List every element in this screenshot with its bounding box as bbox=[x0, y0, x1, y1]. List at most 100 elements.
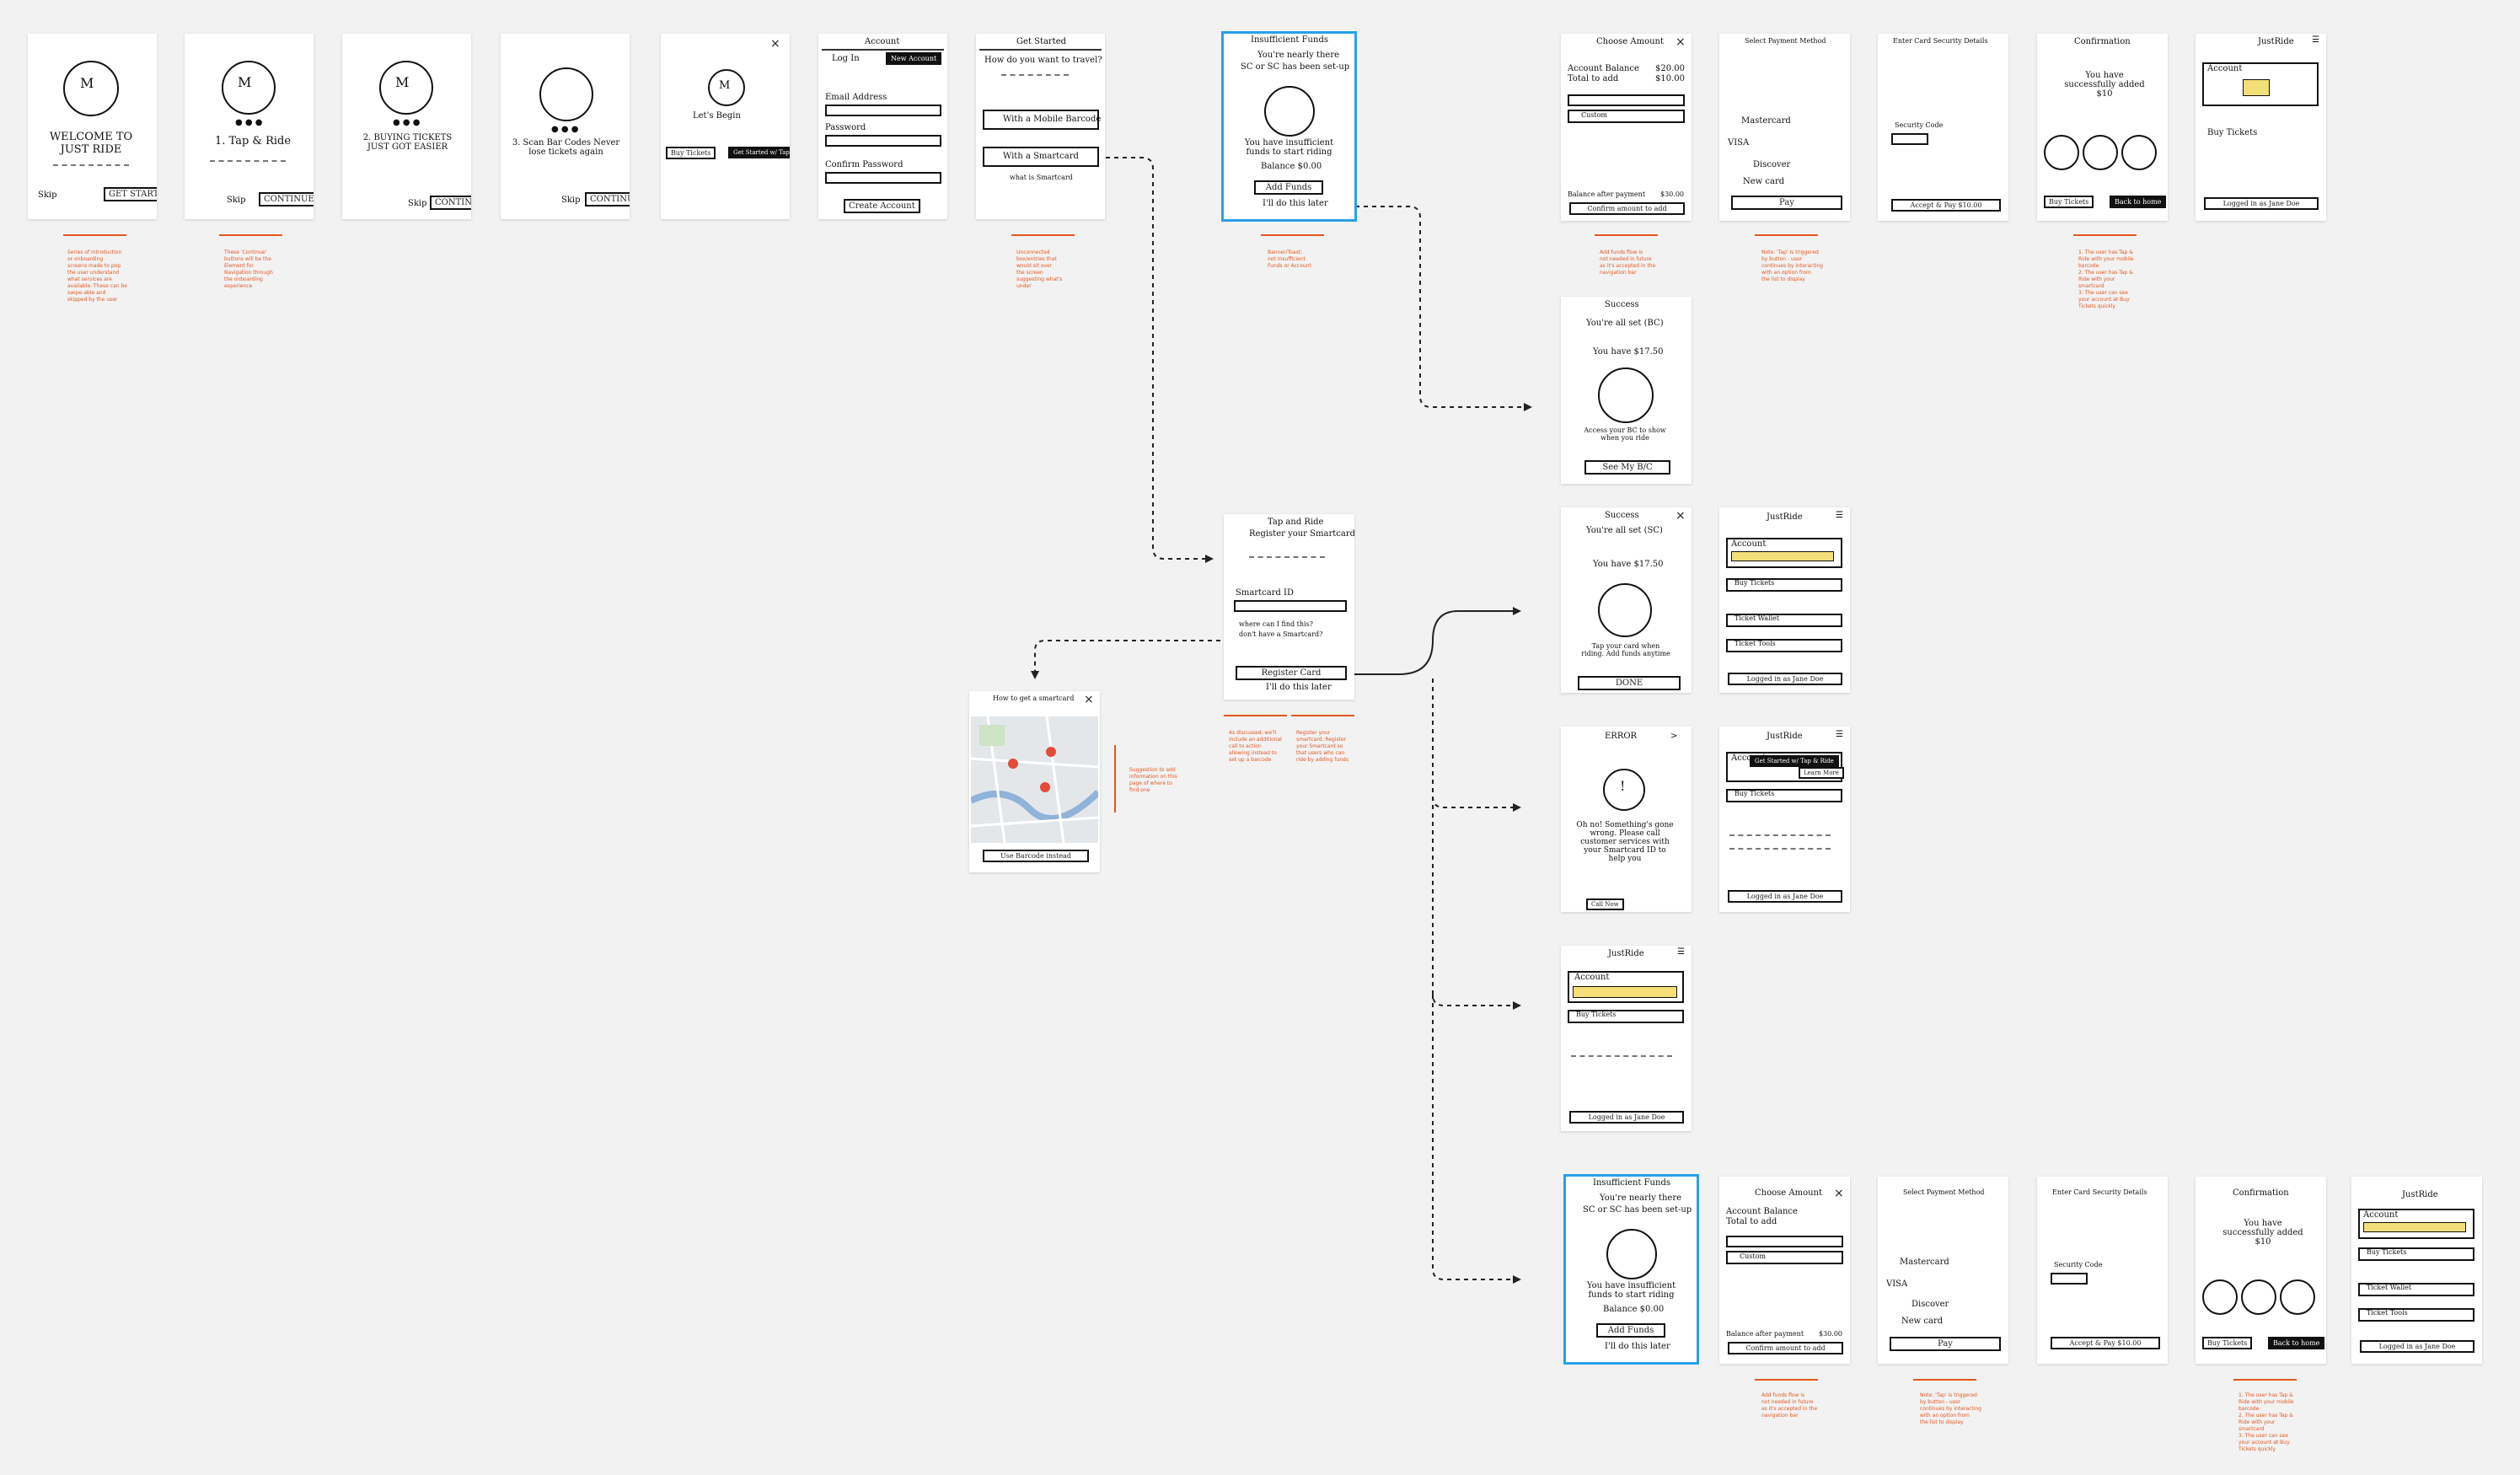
account-card[interactable]: Account bbox=[1726, 538, 1842, 568]
password-field[interactable] bbox=[825, 135, 941, 147]
close-icon[interactable]: × bbox=[1676, 509, 1686, 523]
what-is-smartcard-link[interactable]: what is Smartcard bbox=[1010, 174, 1073, 181]
ticket-wallet-row[interactable]: Ticket Wallet bbox=[1726, 614, 1842, 627]
skip-link[interactable]: Skip bbox=[227, 196, 246, 205]
pay-mc[interactable]: Mastercard bbox=[1741, 116, 1791, 126]
close-icon[interactable]: × bbox=[1676, 35, 1686, 49]
pay-button[interactable]: Pay bbox=[1731, 196, 1842, 210]
mobile-barcode-option[interactable]: With a Mobile Barcode bbox=[983, 110, 1101, 130]
row-label: Ticket Wallet bbox=[2367, 1284, 2412, 1291]
balance-after-value: $30.00 bbox=[1819, 1330, 1842, 1338]
pay-mc[interactable]: Mastercard bbox=[1900, 1258, 1949, 1267]
amount-chips[interactable] bbox=[1726, 1236, 1843, 1247]
back-home-button[interactable]: Back to home bbox=[2110, 196, 2167, 208]
account-card[interactable]: Account bbox=[2202, 62, 2319, 106]
dont-have-link[interactable]: don't have a Smartcard? bbox=[1239, 630, 1323, 638]
accept-pay-button[interactable]: Accept & Pay $10.00 bbox=[1891, 199, 2001, 212]
amount-chips[interactable] bbox=[1568, 94, 1685, 106]
pay-other[interactable]: Discover bbox=[1911, 1300, 1949, 1309]
create-account-button[interactable]: Create Account bbox=[844, 199, 920, 213]
funds-line2: SC or SC has been set-up bbox=[1241, 62, 1350, 72]
email-field[interactable] bbox=[825, 105, 941, 116]
confirm-label: Confirm Password bbox=[825, 160, 903, 169]
new-account-tab[interactable]: New Account bbox=[886, 52, 942, 65]
continue-button[interactable]: CONTINUE bbox=[585, 192, 630, 206]
close-icon[interactable]: × bbox=[1834, 1187, 1844, 1200]
buy-tickets-button[interactable]: Buy Tickets bbox=[2044, 196, 2094, 208]
use-barcode-button[interactable]: Use Barcode instead bbox=[983, 850, 1089, 862]
scribble bbox=[53, 164, 129, 166]
account-label: Account bbox=[1731, 539, 1767, 549]
ticket-tools-row[interactable]: Ticket Tools bbox=[2358, 1308, 2474, 1322]
where-link[interactable]: where can I find this? bbox=[1239, 620, 1313, 628]
smartcard-option[interactable]: With a Smartcard bbox=[983, 147, 1099, 167]
later-link[interactable]: I'll do this later bbox=[1263, 199, 1328, 208]
accept-pay-button[interactable]: Accept & Pay $10.00 bbox=[2051, 1337, 2160, 1349]
menu-icon[interactable]: ☰ bbox=[1836, 730, 1843, 739]
ticket-tools-row[interactable]: Ticket Tools bbox=[1726, 639, 1842, 652]
skip-link[interactable]: Skip bbox=[561, 196, 581, 205]
confirm-amount-button[interactable]: Confirm amount to add bbox=[1569, 202, 1685, 215]
security-field[interactable] bbox=[2051, 1273, 2088, 1285]
login-tab[interactable]: Log In bbox=[832, 54, 860, 63]
buy-tickets-link[interactable]: Buy Tickets bbox=[2207, 128, 2258, 137]
menu-icon[interactable]: ☰ bbox=[2312, 35, 2319, 45]
continue-button[interactable]: CONTINUE bbox=[430, 196, 471, 210]
map-illustration bbox=[969, 716, 1100, 844]
pay-new[interactable]: New card bbox=[1901, 1317, 1944, 1326]
security-label: Security Code bbox=[2054, 1261, 2103, 1268]
home-title: JustRide bbox=[1767, 512, 1803, 522]
annotation-onboarding: Series of introduction or onboarding scr… bbox=[67, 249, 127, 303]
register-card-button[interactable]: Register Card bbox=[1236, 666, 1347, 680]
back-home-button[interactable]: Back to home bbox=[2268, 1337, 2325, 1349]
annotation-bar bbox=[1595, 234, 1658, 236]
buy-tickets-row[interactable]: Buy Tickets bbox=[1568, 1010, 1684, 1023]
add-funds-button[interactable]: Add Funds bbox=[1596, 1323, 1665, 1338]
pay-visa[interactable]: VISA bbox=[1886, 1279, 1908, 1289]
account-label: Account bbox=[1574, 973, 1610, 982]
account-title: Account bbox=[865, 37, 900, 46]
get-started-tap-button[interactable]: Get Started w/ Tap bbox=[728, 147, 790, 158]
custom-field[interactable]: Custom bbox=[1568, 110, 1685, 123]
pay-other[interactable]: Discover bbox=[1753, 160, 1791, 169]
buy-tickets-row[interactable]: Buy Tickets bbox=[2358, 1247, 2474, 1261]
map-view[interactable] bbox=[969, 716, 1100, 844]
skip-link[interactable]: Skip bbox=[408, 199, 427, 208]
map-pin[interactable] bbox=[1040, 782, 1050, 792]
custom-field[interactable]: Custom bbox=[1726, 1251, 1843, 1264]
continue-button[interactable]: CONTINUE bbox=[259, 192, 314, 206]
buy-tickets-button[interactable]: Buy Tickets bbox=[2202, 1337, 2253, 1349]
pay-button[interactable]: Pay bbox=[1890, 1337, 2001, 1351]
skip-link[interactable]: Skip bbox=[38, 190, 57, 200]
menu-icon[interactable]: ☰ bbox=[1836, 511, 1843, 520]
buy-tickets-row[interactable]: Buy Tickets bbox=[1726, 789, 1842, 802]
security-field[interactable] bbox=[1891, 133, 1928, 145]
later-link[interactable]: I'll do this later bbox=[1605, 1342, 1670, 1351]
close-icon[interactable]: × bbox=[770, 37, 780, 51]
map-pin[interactable] bbox=[1008, 759, 1018, 769]
get-started-button[interactable]: GET STARTED bbox=[104, 187, 157, 201]
add-funds-button[interactable]: Add Funds bbox=[1254, 180, 1323, 195]
pay-visa[interactable]: VISA bbox=[1728, 138, 1750, 148]
map-pin[interactable] bbox=[1046, 747, 1056, 757]
call-now-button[interactable]: Call Now bbox=[1586, 898, 1624, 910]
close-icon[interactable]: × bbox=[1084, 693, 1094, 706]
later-link[interactable]: I'll do this later bbox=[1266, 683, 1332, 692]
see-bc-button[interactable]: See My B/C bbox=[1584, 460, 1670, 475]
menu-icon[interactable]: ☰ bbox=[1677, 947, 1685, 957]
annotation-bar bbox=[1114, 745, 1116, 813]
confirm-field[interactable] bbox=[825, 172, 941, 184]
buy-tickets-row[interactable]: Buy Tickets bbox=[1726, 578, 1842, 592]
chevron-right-icon[interactable]: > bbox=[1670, 732, 1678, 741]
learn-more-button[interactable]: Learn More bbox=[1799, 767, 1844, 779]
buy-tickets-button[interactable]: Buy Tickets bbox=[666, 147, 716, 159]
ticket-wallet-row[interactable]: Ticket Wallet bbox=[2358, 1283, 2474, 1296]
smartcard-id-field[interactable] bbox=[1234, 600, 1347, 612]
done-button[interactable]: DONE bbox=[1578, 676, 1681, 690]
get-started-tap-button[interactable]: Get Started w/ Tap & Ride bbox=[1750, 755, 1839, 767]
account-card[interactable]: Account bbox=[2358, 1209, 2474, 1239]
account-card[interactable]: Account bbox=[1568, 971, 1684, 1003]
pay-new[interactable]: New card bbox=[1743, 177, 1785, 186]
confirm-amount-button[interactable]: Confirm amount to add bbox=[1728, 1342, 1843, 1354]
